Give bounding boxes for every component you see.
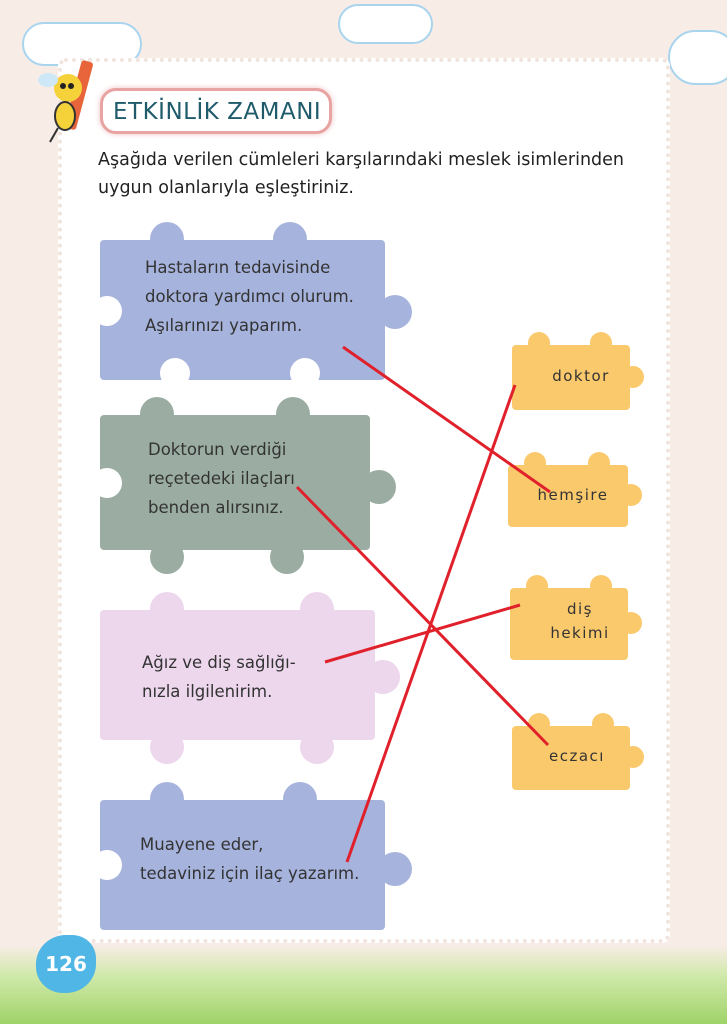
cloud (668, 30, 727, 85)
activity-title-box: ETKİNLİK ZAMANI (100, 88, 332, 134)
sentence-text: Doktorun verdiği reçetedeki ilaçları ben… (148, 440, 295, 517)
profession-label: eczacı (549, 747, 605, 765)
sentence-text: Muayene eder, tedaviniz için ilaç yazarı… (140, 835, 360, 883)
sentence-text: Ağız ve diş sağlığı- nızla ilgilenirim. (142, 653, 296, 701)
page-number: 126 (36, 935, 96, 993)
cloud (338, 4, 433, 44)
match-line (324, 603, 521, 664)
match-line (342, 345, 551, 494)
instructions: Aşağıda verilen cümleleri karşılarındaki… (98, 150, 625, 198)
grass-decoration (0, 945, 727, 1024)
profession-label: doktor (552, 367, 610, 385)
activity-title: ETKİNLİK ZAMANI (113, 99, 322, 125)
match-line (345, 384, 517, 863)
profession-label: diş hekimi (550, 600, 610, 642)
bee-pencil-mascot-icon (38, 60, 93, 143)
match-line (295, 485, 550, 747)
sentence-text: Hastaların tedavisinde doktora yardımcı … (145, 258, 354, 335)
profession-label: hemşire (537, 486, 609, 504)
